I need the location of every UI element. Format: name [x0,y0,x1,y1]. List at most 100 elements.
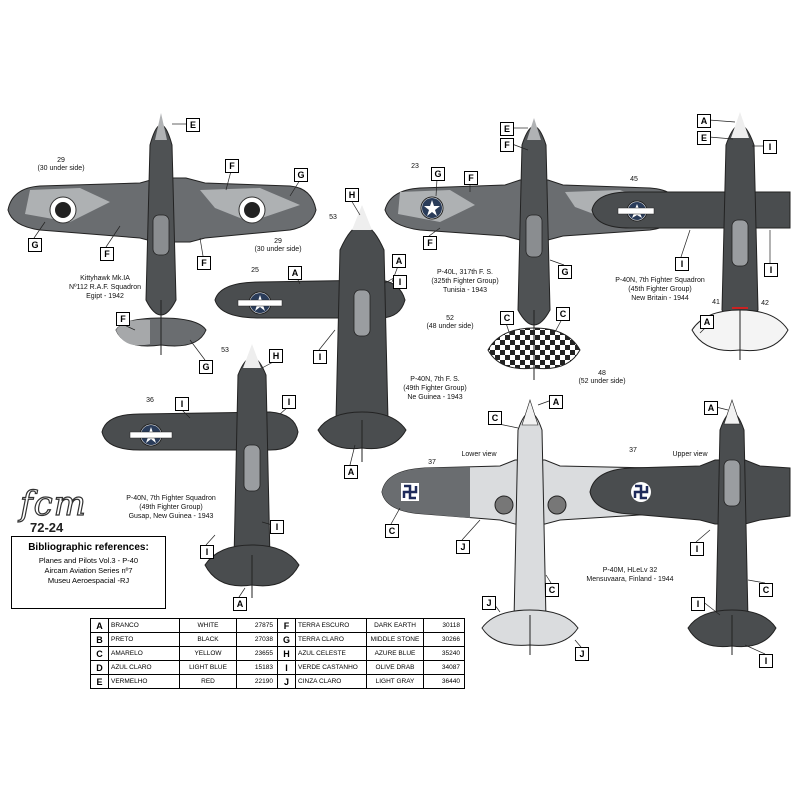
decal-number: 53 [329,214,337,221]
leader-line [225,170,232,191]
color-name-pt: AMARELO [108,646,180,661]
callout-box: I [270,520,284,534]
callout-box: A [392,254,406,268]
fs-number: 36440 [423,674,465,689]
color-name-pt: VERMELHO [108,674,180,689]
leader-line [199,237,204,257]
leader-line [680,229,691,258]
color-name-en: BLACK [179,632,237,647]
leader-line [390,507,401,525]
color-name-en: MIDDLE STONE [366,632,424,647]
color-key: H [277,646,296,661]
callout-box: A [233,597,247,611]
leader-line [205,534,216,546]
fs-number: 35240 [423,646,465,661]
decal-number: 45 [630,176,638,183]
decal-number: 53 [221,347,229,354]
caption-p40n-45: P-40N, 7th Fighter Squadron (45th Fighte… [615,277,705,302]
leader-line [744,644,766,655]
color-name-pt: VERDE CASTANHO [295,660,367,675]
leader-line [189,339,206,361]
leader-line [511,143,529,151]
callout-box: I [393,275,407,289]
leader-line [505,322,511,336]
bibliography-box: Bibliographic references: Planes and Pil… [11,536,166,609]
callout-box: J [575,647,589,661]
callout-box: I [690,542,704,556]
p40m-upper-view [589,399,791,655]
fs-number: 27875 [236,618,278,633]
leader-line [428,227,441,237]
decal-number: 23 [411,163,419,170]
color-key: A [90,618,109,633]
callout-box: G [28,238,42,252]
callout-box: A [344,465,358,479]
fs-number: 22190 [236,674,278,689]
callout-box: J [482,596,496,610]
callout-box: I [200,545,214,559]
p40m-lower-view [381,399,695,655]
decal-number: 29 (30 under side) [37,157,85,172]
color-key: G [277,632,296,647]
decal-number: 52 (48 under side) [426,315,474,330]
leader-line [715,406,729,411]
decal-number: 42 [761,300,769,307]
leader-line [349,444,356,466]
color-name-en: LIGHT BLUE [179,660,237,675]
callout-box: I [763,140,777,154]
leader-line [461,519,481,541]
callout-box: H [269,349,283,363]
color-name-pt: TERRA CLARO [295,632,367,647]
leader-line [318,329,336,351]
p40n-25-side-view [214,205,407,462]
color-name-pt: AZUL CLARO [108,660,180,675]
callout-box: F [225,159,239,173]
bibliography-line: Aircam Aviation Series nº7 [44,566,133,575]
swastika-upper-view [631,482,651,502]
swastika-lower-view [401,483,419,501]
callout-box: G [558,265,572,279]
caption-p40m: P-40M, HLeLv 32 Mensuvaara, Finland - 19… [586,567,674,583]
caption-p40n-gusap: P-40N, 7th Fighter Squadron (49th Fighte… [126,495,216,520]
fs-number: 27038 [236,632,278,647]
fs-number: 30118 [423,618,465,633]
callout-box: F [116,312,130,326]
decal-number: 37 [629,447,637,454]
callout-box: G [431,167,445,181]
callout-box: I [282,395,296,409]
callout-box: I [175,397,189,411]
color-name-pt: AZUL CELESTE [295,646,367,661]
p40n-36-side-view [101,344,300,598]
leader-line [435,178,438,197]
fs-number: 15183 [236,660,278,675]
callout-box: F [100,247,114,261]
leader-line [105,225,121,248]
color-name-en: YELLOW [179,646,237,661]
callout-box: H [345,188,359,202]
color-name-en: DARK EARTH [366,618,424,633]
color-name-en: WHITE [179,618,237,633]
callout-box: I [691,597,705,611]
leader-line [574,639,582,648]
leader-line [554,318,563,333]
sheet-code: 72-24 [30,520,64,535]
color-name-pt: BRANCO [108,618,180,633]
color-name-en: AZURE BLUE [366,646,424,661]
color-name-en: LIGHT GRAY [366,674,424,689]
lower-view-label: Lower view [461,451,497,458]
callout-box: I [759,654,773,668]
callout-box: C [488,411,502,425]
color-name-en: RED [179,674,237,689]
leader-line [33,221,46,239]
decal-number: 36 [146,397,154,404]
callout-box: F [500,138,514,152]
bibliography-line: Museu Aeroespacial -RJ [47,576,130,585]
kittyhawk-top-view [7,113,317,355]
leader-line [238,587,246,598]
callout-box: A [700,315,714,329]
callout-box: C [759,583,773,597]
callout-box: I [764,263,778,277]
callout-box: A [288,266,302,280]
